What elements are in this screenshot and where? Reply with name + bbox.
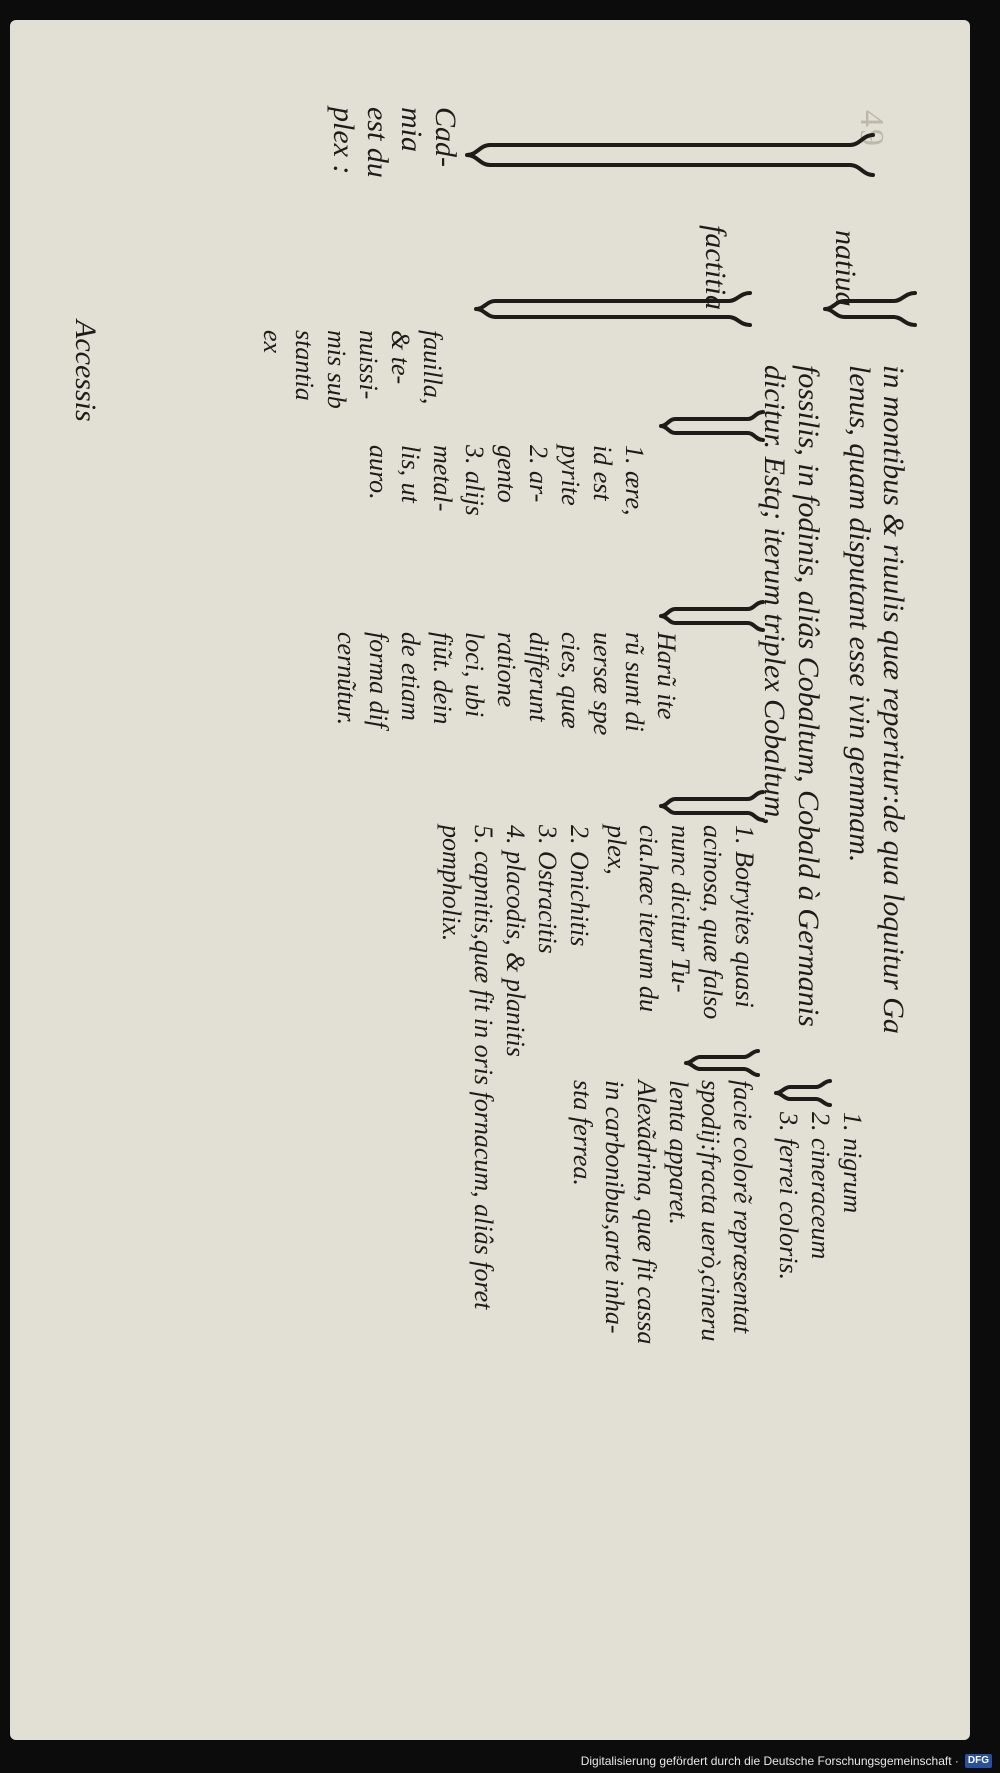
brackets [465, 133, 917, 1107]
bracket-varieties [659, 600, 765, 632]
catchword: Accessis [69, 320, 102, 422]
bracket-factitia [474, 291, 752, 327]
nativa-a: in montibus & riuulis quæ reperitur:de q… [843, 365, 910, 1034]
nativa-b: fossilis, in fodinis, aliâs Cobaltum, Co… [758, 365, 825, 1027]
digitization-footer: Digitalisierung gefördert durch die Deut… [581, 1751, 992, 1771]
bracket-botryites [684, 1049, 760, 1077]
factitia-label: factitia [699, 225, 732, 310]
bracket-cobaltum [774, 1079, 832, 1107]
nativa-label: natiua [829, 230, 862, 307]
bracket-origins [659, 410, 765, 442]
footer-credit: Digitalisierung gefördert durch die Deut… [580, 1754, 959, 1768]
dfg-logo: DFG [964, 1754, 992, 1768]
bracket-species [659, 790, 765, 822]
bracket-nativa [823, 291, 917, 327]
bracket-root [465, 133, 875, 177]
